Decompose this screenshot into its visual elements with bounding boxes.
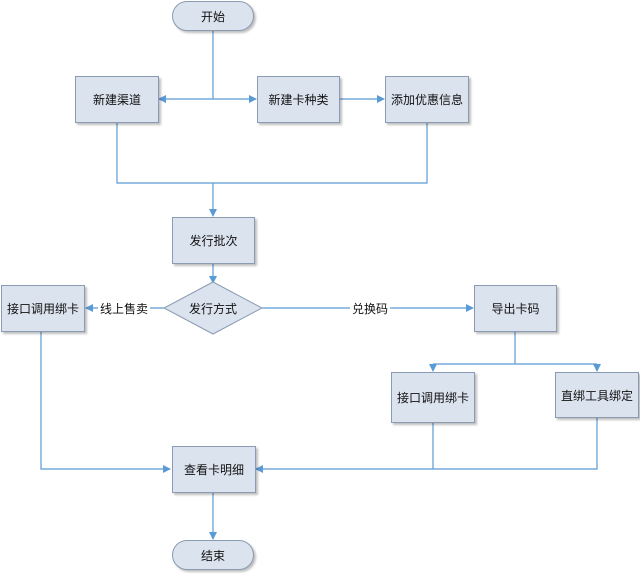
- issue-batch-label: 发行批次: [189, 234, 238, 248]
- add-discount-label: 添加优惠信息: [390, 93, 463, 107]
- issue-method-label: 发行方式: [188, 301, 237, 316]
- end-label: 结束: [200, 548, 225, 563]
- new-card-type-node: 新建卡种类: [257, 76, 340, 123]
- api-bind-right-label: 接口调用绑卡: [396, 391, 469, 405]
- view-detail-node: 查看卡明细: [172, 446, 256, 493]
- edge-merge-top: [116, 123, 428, 184]
- api-bind-right-node: 接口调用绑卡: [391, 372, 475, 423]
- new-channel-node: 新建渠道: [75, 76, 159, 123]
- tool-bind-node: 直绑工具绑定: [555, 372, 639, 418]
- tool-bind-label: 直绑工具绑定: [560, 388, 633, 403]
- edge-left-to-detail: [40, 332, 171, 473]
- export-code-node: 导出卡码: [474, 285, 557, 332]
- redeem-code-label: 兑换码: [350, 300, 391, 317]
- export-code-label: 导出卡码: [491, 302, 540, 316]
- online-sale-label: 线上售卖: [98, 300, 151, 317]
- new-channel-label: 新建渠道: [92, 93, 141, 107]
- decision-diamond: [162, 281, 264, 335]
- edge-api-right-to-detail: [255, 423, 434, 473]
- api-bind-left-label: 接口调用绑卡: [6, 302, 79, 316]
- add-discount-node: 添加优惠信息: [385, 76, 469, 123]
- start-label: 开始: [200, 9, 225, 24]
- new-card-type-label: 新建卡种类: [268, 93, 329, 107]
- end-node: 结束: [172, 540, 254, 570]
- api-bind-left-node: 接口调用绑卡: [1, 285, 85, 332]
- start-node: 开始: [172, 1, 254, 31]
- edge-tool-to-detail: [433, 418, 598, 470]
- issue-batch-node: 发行批次: [172, 217, 255, 264]
- view-detail-label: 查看卡明细: [183, 463, 244, 477]
